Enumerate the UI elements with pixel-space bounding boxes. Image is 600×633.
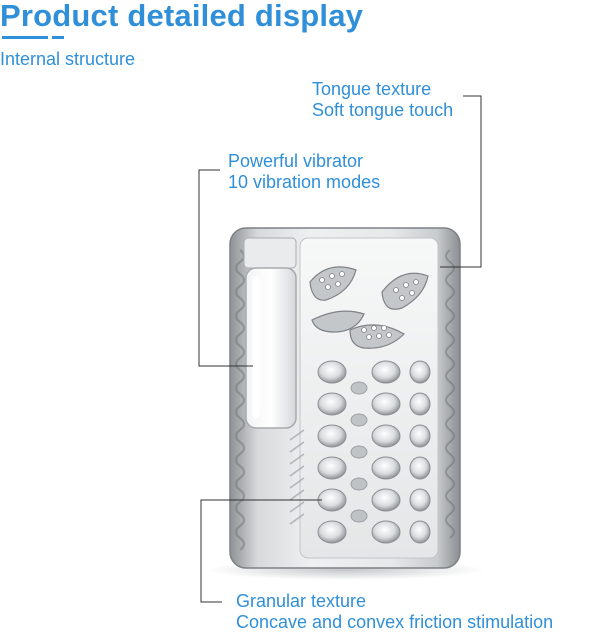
- callout-vibrator-desc: 10 vibration modes: [228, 172, 381, 192]
- leader-vibrator: [198, 169, 253, 367]
- title-underline: [2, 36, 48, 39]
- section-subtitle: Internal structure: [0, 49, 136, 69]
- granular-bumps: [317, 360, 431, 544]
- tongue-texture-group: [309, 266, 429, 349]
- callout-tongue: Tongue texture Soft tongue touch: [312, 79, 453, 121]
- callout-granular: Granular texture Concave and convex fric…: [236, 591, 553, 633]
- callout-vibrator-title: Powerful vibrator: [228, 151, 364, 171]
- callout-vibrator: Powerful vibrator 10 vibration modes: [228, 151, 380, 193]
- callout-tongue-desc: Soft tongue touch: [312, 100, 454, 120]
- leader-tongue: [440, 95, 482, 268]
- vibrator-cap: [243, 237, 297, 269]
- rib-texture: [289, 429, 305, 525]
- callout-granular-title: Granular texture: [236, 591, 367, 611]
- callout-granular-desc: Concave and convex friction stimulation: [236, 612, 554, 632]
- title-underline-dash: [52, 36, 64, 39]
- leader-lines: [198, 95, 482, 603]
- callout-tongue-title: Tongue texture: [312, 79, 432, 99]
- right-wall-texture: [445, 249, 455, 539]
- left-wall-texture: [235, 249, 245, 551]
- leader-granular: [200, 499, 322, 603]
- page-title: Product detailed display: [0, 0, 364, 33]
